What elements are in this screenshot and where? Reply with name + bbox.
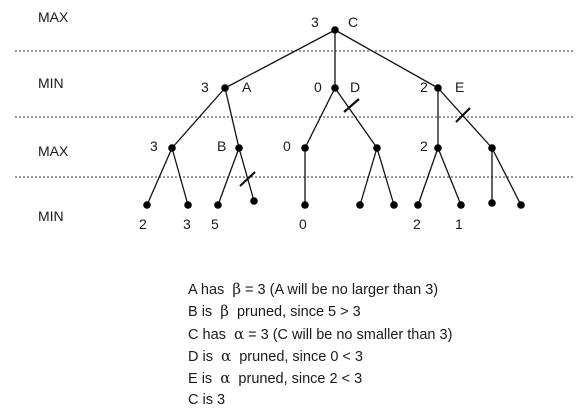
leaf-node [517, 201, 525, 209]
leaf-node [143, 201, 151, 209]
leaf-node [488, 199, 496, 207]
tree-edge [238, 147, 255, 202]
tree-edge [217, 147, 240, 206]
tree-edge [437, 147, 462, 206]
node-value-a: 3 [201, 79, 209, 95]
note-text: A has [188, 282, 233, 298]
node-value-e: 2 [420, 79, 428, 95]
tree-edge [224, 87, 240, 149]
level-label-min: MIN [38, 75, 64, 91]
leaf-node [457, 201, 465, 209]
leaf-value: 2 [413, 216, 421, 232]
note-text: D is [188, 348, 222, 365]
note-line: D is α pruned, since 0 < 3 [188, 345, 452, 367]
note-text: = 3 (C will be no smaller than 3) [244, 326, 453, 343]
note-line: C is 3 [188, 389, 452, 411]
game-tree-diagram: MAX MIN MAX MIN [15, 9, 575, 232]
note-text: E is [188, 371, 221, 388]
tree-edge [304, 87, 336, 149]
tree-node [434, 144, 442, 152]
note-text: C has [188, 326, 234, 343]
tree-node [168, 144, 176, 152]
alpha-symbol: α [221, 346, 232, 365]
leaf-value: 3 [183, 216, 191, 232]
node-value-c: 3 [311, 14, 319, 30]
leaf-node [414, 201, 422, 209]
note-text: pruned, since 0 < 3 [231, 348, 363, 365]
leaf-value: 5 [211, 216, 219, 232]
leaf-value: 2 [139, 216, 147, 232]
node-name-b: B [217, 138, 226, 154]
leaf-node [356, 201, 364, 209]
note-text: C is 3 [188, 392, 226, 409]
leaf-node [214, 201, 222, 209]
tree-edge [334, 87, 378, 149]
tree-node-a [221, 84, 229, 92]
note-text: B is [188, 304, 221, 321]
node-value: 3 [150, 138, 158, 154]
leaf-value: 0 [299, 216, 307, 232]
tree-edge [146, 147, 173, 206]
leaf-node [250, 197, 258, 205]
leaf-node [390, 201, 398, 209]
alpha-symbol: α [233, 324, 245, 343]
tree-edge [491, 147, 522, 206]
tree-edge [437, 87, 493, 149]
node-name-d: D [350, 79, 360, 95]
tree-node [488, 144, 496, 152]
leaf-node [301, 201, 309, 209]
note-text: pruned, since 2 < 3 [230, 371, 363, 388]
pruning-notes: A has β = 3 (A will be no larger than 3)… [188, 278, 452, 412]
tree-node-c [331, 26, 339, 34]
tree-node-e [434, 84, 442, 92]
note-text: = 3 (A will be no larger than 3) [241, 282, 439, 298]
node-value: 0 [283, 138, 291, 154]
tree-edge [334, 29, 439, 89]
leaf-node [184, 201, 192, 209]
tree-node-b [235, 144, 243, 152]
node-name-a: A [242, 79, 252, 95]
node-value-d: 0 [314, 79, 322, 95]
prune-mark [239, 171, 256, 187]
level-label-max: MAX [38, 143, 69, 159]
level-label-max: MAX [38, 9, 69, 25]
alpha-symbol: α [220, 369, 231, 388]
tree-edge [417, 147, 439, 206]
node-value: 2 [420, 138, 428, 154]
prune-mark [343, 98, 360, 113]
tree-edge [376, 147, 395, 206]
tree-node-d [331, 84, 339, 92]
tree-edge [171, 147, 189, 206]
note-line: A has β = 3 (A will be no larger than 3) [188, 278, 452, 300]
tree-edge [359, 147, 378, 206]
tree-node [373, 144, 381, 152]
note-line: C has α = 3 (C will be no smaller than 3… [188, 323, 452, 345]
beta-symbol: β [220, 302, 229, 321]
note-line: E is α pruned, since 2 < 3 [188, 367, 452, 389]
node-name-c: C [348, 14, 358, 30]
tree-edge [171, 87, 226, 149]
note-line: B is β pruned, since 5 > 3 [188, 300, 452, 322]
node-name-e: E [455, 79, 464, 95]
prune-mark [455, 107, 471, 123]
tree-edge [224, 29, 336, 89]
tree-node [301, 144, 309, 152]
leaf-value: 1 [455, 216, 463, 232]
beta-symbol: β [232, 280, 242, 298]
level-label-min: MIN [38, 208, 64, 224]
note-text: pruned, since 5 > 3 [228, 304, 361, 321]
